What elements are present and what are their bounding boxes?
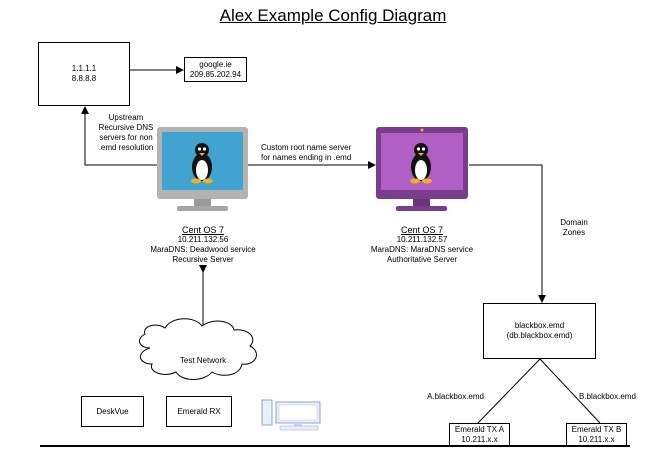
custom-root-note-line: Custom root name server — [261, 143, 352, 152]
domain-zones-line: Zones — [562, 228, 586, 237]
linux-monitor-icon — [157, 127, 248, 211]
emerald-rx-label: Emerald RX — [177, 406, 221, 416]
emerald-rx-box: Emerald RX — [166, 396, 232, 427]
record-b-label: B.blackbox.emd — [579, 392, 636, 401]
upstream-note-line: .emd resolution — [98, 143, 154, 152]
tx-b-ip: 10.211.x.x — [578, 435, 615, 444]
root-dns-box: 1.1.1.1 8.8.8.8 — [38, 42, 130, 106]
cloud-icon — [139, 318, 257, 380]
authoritative-server-os: Cent OS 7 — [400, 225, 444, 235]
recursive-server-label: Cent OS 7 10.211.132.56 MaraDNS: Deadwoo… — [128, 225, 278, 265]
zone-file: (db.blackbox.emd) — [506, 331, 573, 340]
recursive-server-os: Cent OS 7 — [181, 225, 225, 235]
authoritative-server-ip: 10.211.132.57 — [396, 235, 448, 244]
zone-name: blackbox.emd — [514, 321, 565, 330]
authoritative-server-service: MaraDNS: MaraDNS service — [370, 245, 474, 254]
upstream-note: Upstream Recursive DNS servers for non .… — [90, 113, 162, 153]
link-tx-a — [477, 358, 541, 424]
emerald-tx-a-box: Emerald TX A 10.211.x.x — [449, 423, 510, 447]
root-dns-ip-2: 8.8.8.8 — [71, 74, 97, 83]
deskvue-label: DeskVue — [96, 406, 129, 416]
recursive-server-ip: 10.211.132.56 — [177, 235, 229, 244]
bottom-divider — [40, 445, 630, 447]
emerald-tx-b-box: Emerald TX B 10.211.x.x — [566, 423, 627, 447]
authoritative-server-role: Authoritative Server — [386, 255, 458, 264]
domain-zones-line: Domain — [560, 218, 588, 227]
tx-b-name: Emerald TX B — [571, 425, 622, 434]
authoritative-server-label: Cent OS 7 10.211.132.57 MaraDNS: MaraDNS… — [346, 225, 498, 265]
tx-a-ip: 10.211.x.x — [461, 435, 498, 444]
custom-root-note-line: for names ending in .emd — [261, 153, 352, 162]
blackbox-zone-box: blackbox.emd (db.blackbox.emd) — [483, 303, 596, 359]
test-network-label: Test Network — [179, 356, 227, 365]
upstream-note-line: Upstream — [108, 113, 144, 122]
upstream-note-line: servers for non — [99, 133, 153, 142]
google-ip: 209.85.202.94 — [189, 69, 242, 79]
deskvue-box: DeskVue — [81, 396, 144, 427]
tx-a-name: Emerald TX A — [454, 425, 505, 434]
page-title: Alex Example Config Diagram — [219, 6, 447, 25]
recursive-server-service: MaraDNS: Deadwood service — [150, 245, 256, 254]
domain-zones-note: Domain Zones — [552, 218, 596, 238]
upstream-note-line: Recursive DNS — [98, 123, 154, 132]
recursive-server-role: Recursive Server — [172, 255, 234, 264]
arrow-domain-zones — [469, 164, 546, 303]
google-name: google.ie — [199, 59, 232, 69]
google-box: google.ie 209.85.202.94 — [184, 57, 247, 82]
arrow-upstream — [81, 106, 158, 166]
record-a-label: A.blackbox.emd — [427, 392, 484, 401]
root-dns-ip-1: 1.1.1.1 — [71, 64, 97, 73]
desktop-computer-icon — [261, 399, 321, 431]
link-tx-b — [539, 358, 601, 424]
custom-root-note: Custom root name server for names ending… — [261, 143, 376, 163]
linux-monitor-icon — [376, 127, 468, 211]
